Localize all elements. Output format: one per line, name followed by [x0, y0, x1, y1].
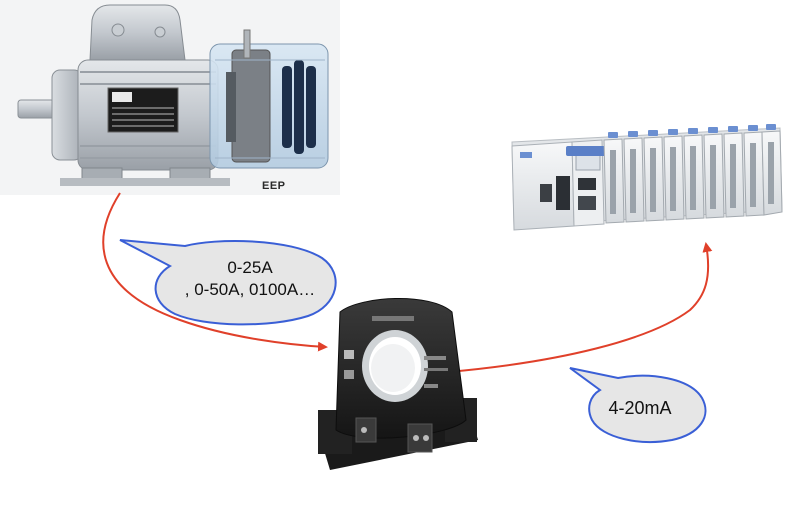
transducer-to-plc-arrow — [447, 242, 713, 373]
motor-to-transducer-arrow — [102, 192, 328, 352]
current-range-line-2: , 0-50A, 0100A… — [184, 280, 316, 299]
motor-logo-text: EEP — [262, 180, 286, 192]
current-range-line-1: 0-25A — [227, 258, 273, 277]
signal-range-label: 4-20mA — [608, 398, 672, 418]
signal-callout — [569, 367, 707, 443]
plc-rack-icon — [511, 124, 783, 231]
electric-motor-icon — [0, 0, 340, 195]
current-transducer-icon — [318, 298, 478, 470]
current-range-callout — [119, 239, 337, 326]
